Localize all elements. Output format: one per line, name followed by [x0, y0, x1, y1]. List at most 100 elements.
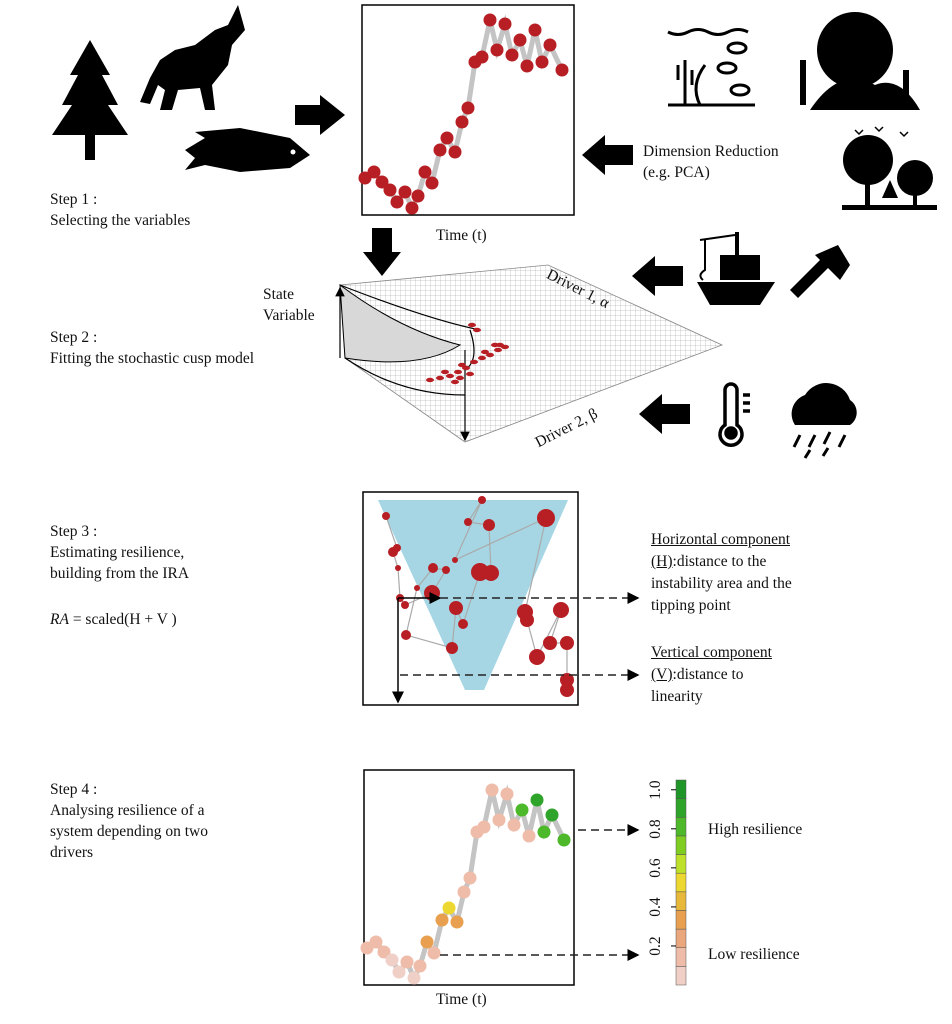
dimension-reduction-example: (e.g. PCA) [643, 164, 710, 181]
data-point [475, 50, 489, 64]
data-point [377, 945, 391, 959]
data-point [457, 885, 471, 899]
data-point [413, 959, 427, 973]
data-point [560, 683, 574, 697]
data-point [513, 33, 527, 47]
h-desc: :distance to the [672, 553, 767, 570]
data-point [414, 585, 420, 591]
data-point [407, 971, 421, 985]
data-point [478, 496, 486, 504]
step4-desc3: drivers [50, 844, 94, 861]
pine-tree-icon [52, 40, 128, 160]
data-point [367, 165, 381, 179]
storm-cloud-icon [791, 383, 857, 459]
step3-desc2: building from the IRA [50, 565, 190, 582]
data-point [498, 17, 512, 31]
desert-icon [800, 12, 920, 110]
data-point [390, 195, 404, 209]
data-point [455, 115, 469, 129]
panel1-xlabel: Time (t) [436, 227, 487, 244]
data-point [505, 48, 519, 62]
wolf-icon [140, 5, 245, 110]
data-point [468, 322, 476, 328]
colorbar-tick-label: 1.0 [647, 780, 664, 800]
data-point [528, 23, 542, 37]
step4-title: Step 4 : [50, 781, 98, 798]
data-point [383, 183, 397, 197]
colorbar-segment [675, 835, 687, 855]
data-point [451, 379, 459, 385]
ira-trajectory [382, 496, 574, 697]
data-point [449, 601, 463, 615]
data-point [553, 602, 569, 618]
cusp-surface [335, 264, 724, 443]
data-point [477, 820, 491, 834]
high-resilience-label: High resilience [708, 821, 803, 838]
colorbar-segment [675, 779, 687, 799]
data-point [478, 355, 486, 361]
data-point [483, 565, 499, 581]
data-point [560, 636, 574, 650]
colorbar [671, 779, 687, 986]
data-point [464, 518, 472, 526]
colorbar-segment [675, 966, 687, 986]
data-point [446, 373, 454, 379]
step4-desc1: Analysing resilience of a [50, 802, 205, 819]
data-point [452, 557, 458, 563]
h-symbol: (H) [651, 553, 673, 570]
colorbar-segment [675, 798, 687, 818]
thermometer-icon [718, 382, 750, 447]
data-point [535, 55, 549, 69]
colorbar-segment [675, 891, 687, 911]
data-point [463, 871, 477, 885]
colorbar-segment [675, 928, 687, 948]
data-point [436, 375, 444, 381]
data-point [485, 783, 499, 797]
data-point [428, 563, 438, 573]
h-component-line2: instability area and the [651, 575, 792, 592]
v-component-line1: (V):distance to [651, 665, 744, 685]
data-point [555, 63, 569, 77]
ra-formula-rhs: = scaled(H + V ) [68, 611, 177, 628]
v-component-title: Vertical component [651, 643, 772, 663]
data-point [375, 175, 389, 189]
h-title: Horizontal component [651, 531, 791, 548]
data-point [435, 913, 449, 927]
fish-icon [185, 128, 310, 172]
data-point [470, 359, 478, 365]
h-component-title: Horizontal component [651, 530, 790, 550]
forest-birds-icon [842, 126, 937, 210]
data-point [425, 176, 439, 190]
data-point [388, 547, 398, 557]
data-point [520, 613, 534, 627]
data-point [483, 519, 495, 531]
data-point [401, 630, 411, 640]
low-resilience-label: Low resilience [708, 946, 800, 963]
v-title: Vertical component [651, 644, 772, 661]
colorbar-segment [675, 872, 687, 893]
data-point [530, 793, 544, 807]
dimension-reduction-label: Dimension Reduction [643, 143, 779, 160]
step2-title: Step 2 : [50, 329, 98, 346]
data-point [433, 143, 447, 157]
data-point [461, 101, 475, 115]
colorbar-segment [675, 910, 687, 930]
data-point [507, 818, 521, 832]
arrow-left-icon [582, 135, 633, 175]
data-point [494, 347, 502, 353]
data-point [537, 509, 555, 527]
colorbar-segment [675, 854, 687, 874]
colorbar-tick-label: 0.4 [647, 897, 664, 917]
data-point [405, 201, 419, 215]
colorbar-segment [675, 817, 687, 837]
data-point [458, 362, 466, 368]
axe-icon [790, 245, 850, 298]
data-point [400, 955, 414, 969]
h-component-line1: (H):distance to the [651, 552, 766, 572]
data-point [450, 915, 464, 929]
fishing-boat-icon [697, 232, 775, 305]
data-point [483, 13, 497, 27]
data-point [442, 901, 456, 915]
time-series [358, 13, 569, 215]
